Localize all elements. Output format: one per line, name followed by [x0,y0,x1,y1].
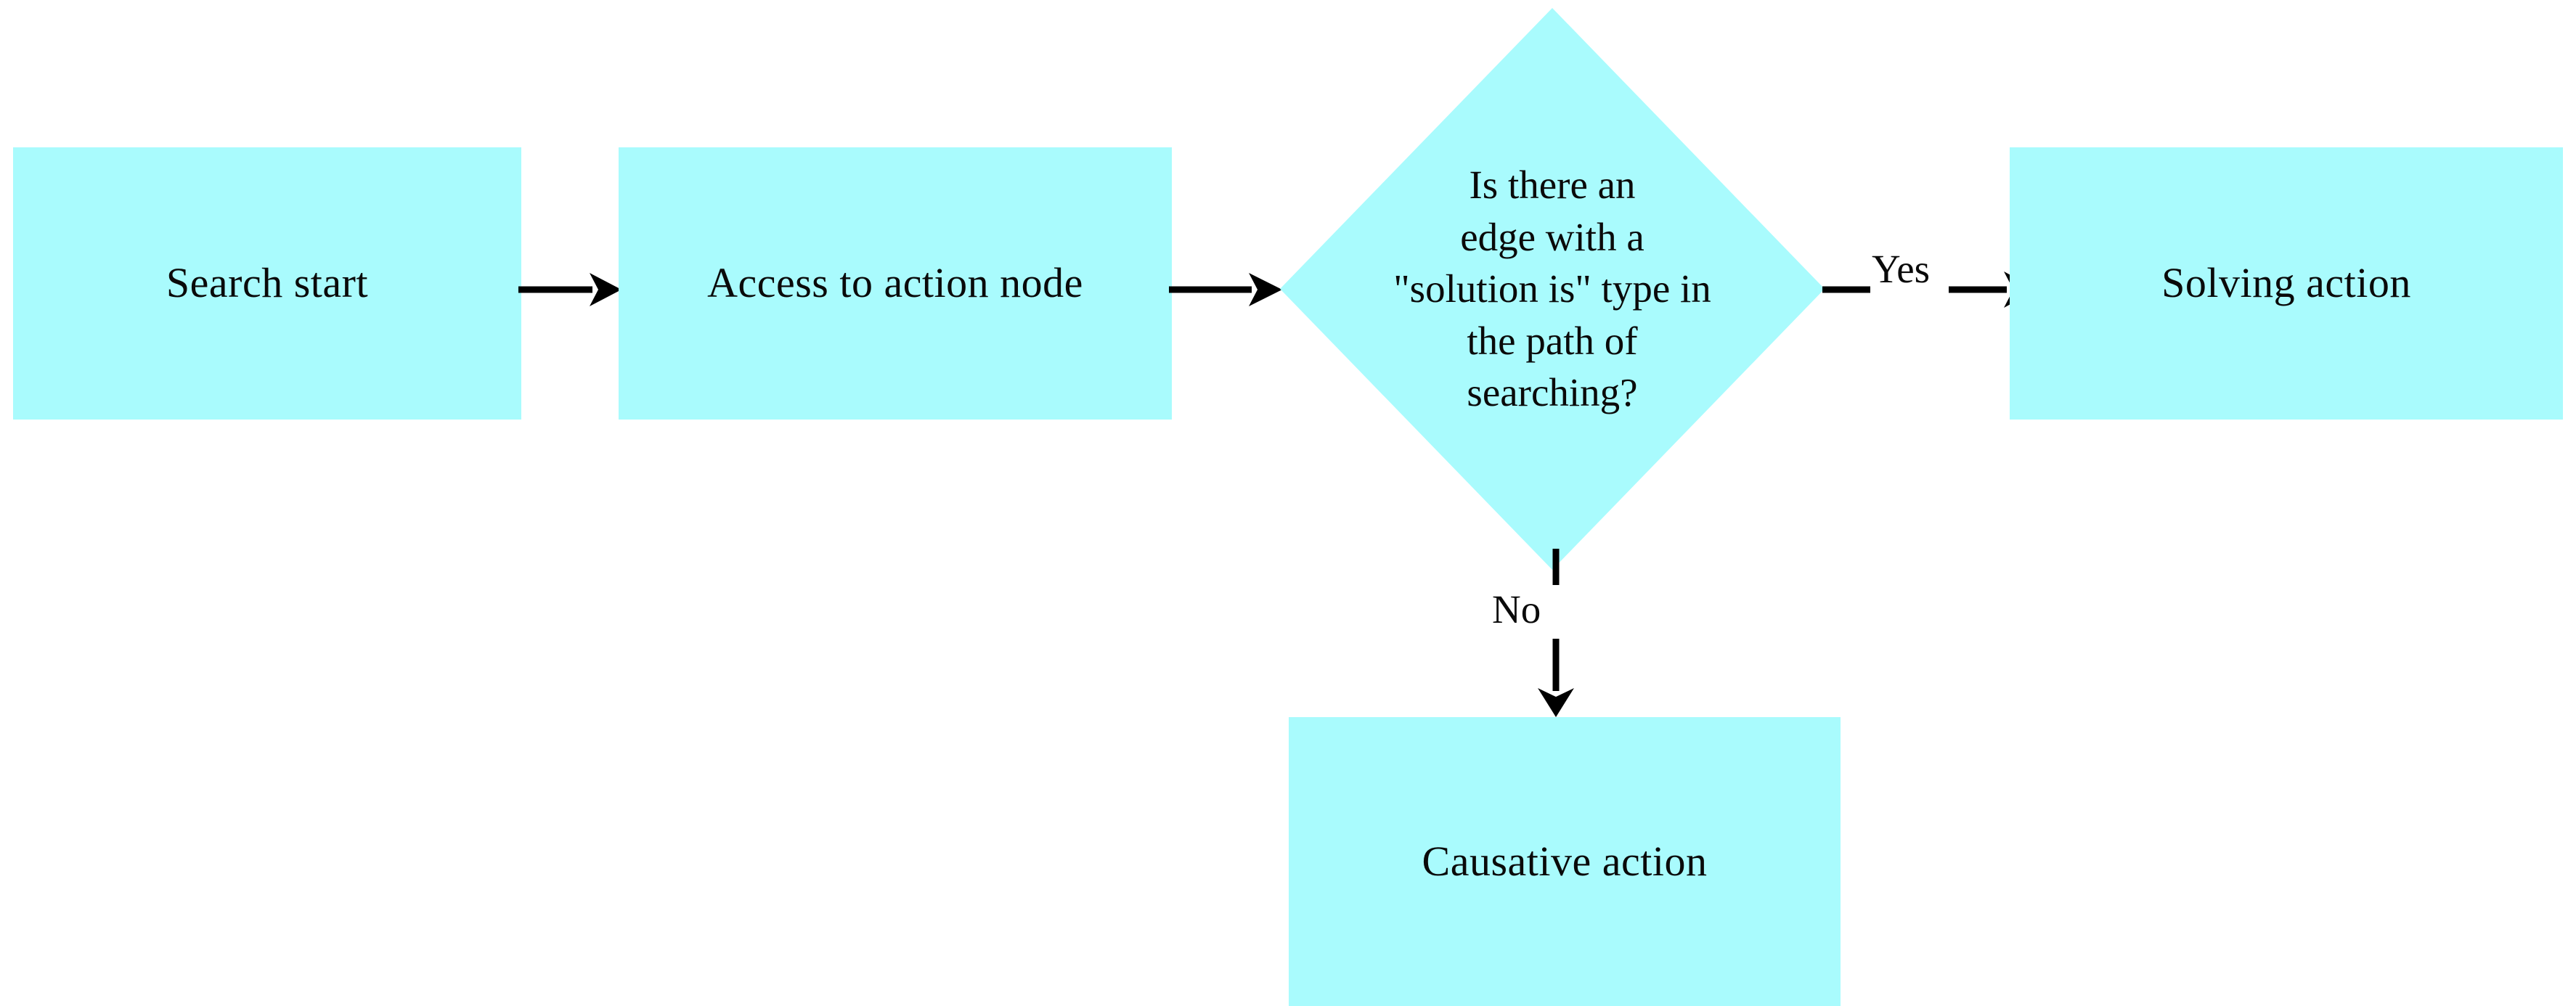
node-causative-action-label: Causative action [1422,837,1708,885]
decision-label-line-4: the path of [1467,318,1638,363]
node-search-start[interactable]: Search start [13,147,521,420]
decision-label-line-2: edge with a [1460,214,1644,259]
edge-decision-no-line-top [1552,549,1560,585]
node-solving-action-label: Solving action [2161,259,2411,307]
node-search-start-label: Search start [166,259,369,307]
node-decision-label: Is there an edge with a "solution is" ty… [1280,159,1825,419]
node-solving-action[interactable]: Solving action [2010,147,2563,420]
decision-label-line-1: Is there an [1469,163,1636,208]
node-access-to-action-node-label: Access to action node [707,259,1083,307]
edge-decision-yes-line-left [1822,286,1870,293]
edge-access-to-decision [1169,273,1282,306]
node-access-to-action-node[interactable]: Access to action node [619,147,1172,420]
edge-start-to-access [518,273,621,306]
decision-label-line-5: searching? [1467,370,1638,415]
decision-label-line-3: "solution is" type in [1393,266,1711,311]
edge-label-no: No [1492,587,1541,631]
node-causative-action[interactable]: Causative action [1289,717,1841,1006]
edge-label-yes: Yes [1872,247,1931,291]
node-decision-solution-is-edge[interactable]: Is there an edge with a "solution is" ty… [1280,8,1825,570]
edge-decision-no-arrow [1538,639,1574,717]
